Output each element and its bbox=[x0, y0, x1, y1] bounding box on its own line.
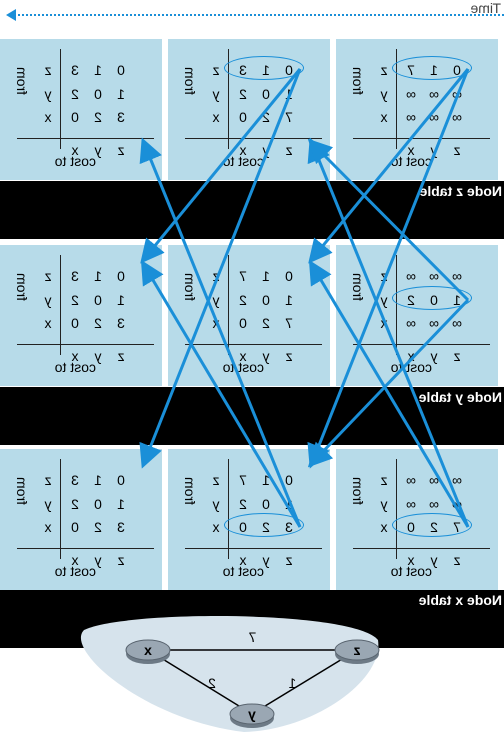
message-arrow bbox=[307, 137, 470, 528]
router-label: x bbox=[144, 642, 152, 658]
network-link bbox=[251, 649, 358, 715]
message-arrow bbox=[139, 137, 302, 528]
router-icon: z bbox=[334, 639, 380, 664]
message-arrow bbox=[307, 138, 470, 302]
network-link bbox=[147, 649, 253, 715]
message-arrow bbox=[307, 298, 470, 468]
message-arrow bbox=[140, 68, 302, 264]
link-cost: 1 bbox=[288, 675, 296, 691]
link-cost: 7 bbox=[248, 629, 256, 645]
message-arrow bbox=[139, 68, 302, 469]
router-label: y bbox=[248, 706, 256, 722]
message-arrow bbox=[140, 259, 302, 528]
message-arrow bbox=[307, 68, 470, 469]
router-label: z bbox=[354, 642, 361, 658]
message-arrow bbox=[308, 259, 470, 528]
router-icon: x bbox=[125, 639, 171, 664]
message-arrow bbox=[308, 68, 470, 264]
link-cost: 2 bbox=[208, 675, 216, 691]
router-icon: y bbox=[229, 703, 275, 728]
